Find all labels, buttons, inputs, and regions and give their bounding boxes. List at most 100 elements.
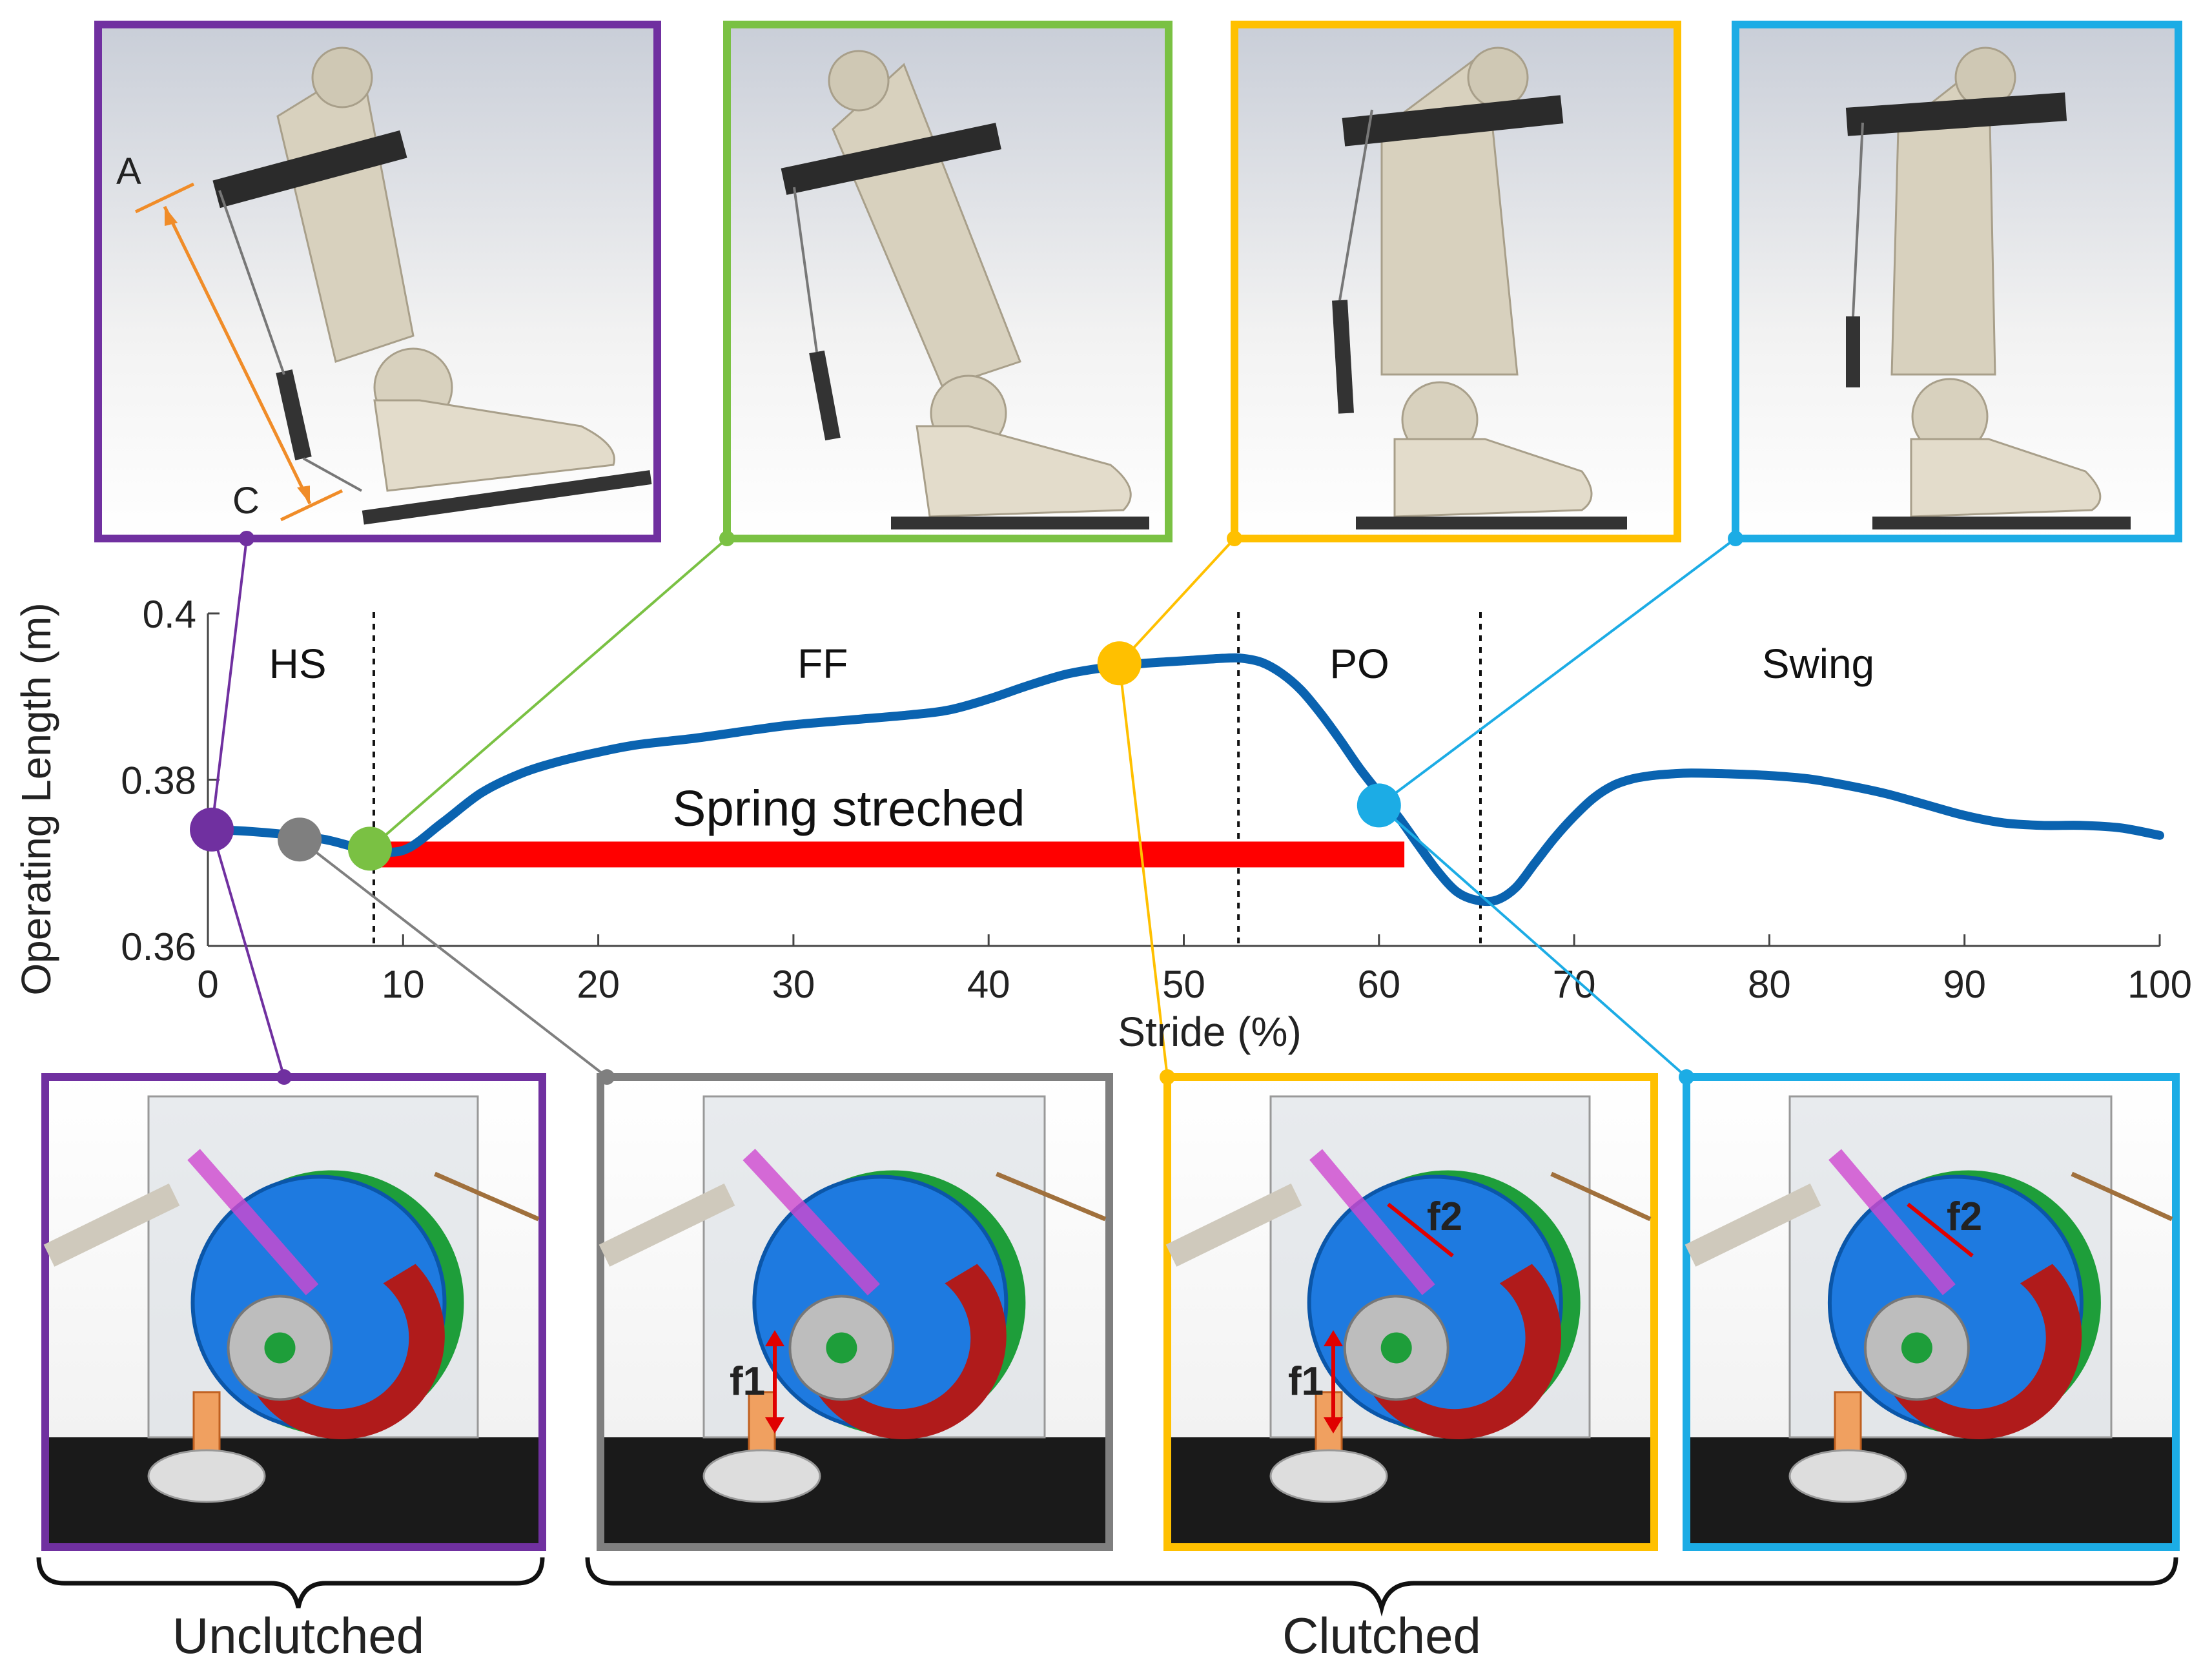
y-tick-label: 0.36: [121, 925, 196, 969]
spring-stretched-bar: [367, 841, 1405, 868]
magenta-rod: [1828, 1149, 1956, 1295]
top-panel-yellow: [1231, 21, 1681, 542]
leader-line-top: [369, 537, 728, 850]
phase-boundaries: [372, 612, 1482, 946]
leader-dot: [1160, 1069, 1175, 1085]
force-label: f2: [1427, 1195, 1462, 1239]
x-tick-label: 20: [577, 963, 620, 1006]
group-label-clutched: Clutched: [1282, 1607, 1481, 1664]
leader-line-bottom: [1378, 804, 1688, 1078]
x-tick-label: 30: [772, 963, 815, 1006]
top-panel-green: [723, 21, 1173, 542]
link-bar: [1165, 1183, 1302, 1267]
orthosis-illustration: [1332, 46, 1627, 529]
y-axis-label: Operating Length (m): [13, 602, 59, 995]
leader-lines: [210, 531, 1743, 1085]
phase-label: PO: [1329, 641, 1389, 687]
leader-dot: [239, 531, 254, 546]
cable: [996, 1171, 1107, 1222]
base-plate: [1690, 1437, 2172, 1543]
bottom-panel: [41, 1073, 546, 1551]
spring-base: [1269, 1449, 1388, 1503]
hub-center: [1380, 1332, 1412, 1364]
force-label: f1: [1288, 1359, 1324, 1404]
top-panel-blue: [1732, 21, 2182, 542]
base-plate: [604, 1437, 1105, 1543]
x-axis-label: Stride (%): [1118, 1009, 1302, 1055]
magenta-rod: [1309, 1149, 1435, 1295]
data-marker: [1097, 641, 1142, 686]
force-arrow: [1387, 1202, 1454, 1258]
spring-base: [147, 1449, 266, 1503]
brace-unclutched: Unclutched: [36, 1557, 545, 1664]
data-marker: [190, 807, 234, 852]
series-layer: [203, 653, 2164, 907]
bottom-panel: [597, 1073, 1113, 1551]
point-label-a: A: [116, 150, 141, 192]
x-tick-label: 90: [1943, 963, 1986, 1006]
orthosis-illustration: [1845, 46, 2131, 529]
hub-center: [1901, 1332, 1932, 1364]
x-tick-label: 80: [1748, 963, 1791, 1006]
phase-label: Swing: [1762, 641, 1874, 687]
cable: [1550, 1171, 1652, 1222]
leader-line-top: [210, 538, 248, 830]
force-label: f2: [1947, 1195, 1982, 1239]
group-label-unclutched: Unclutched: [172, 1607, 424, 1664]
leader-dot: [1227, 531, 1242, 546]
force-arrowhead: [1324, 1417, 1343, 1433]
leader-dot: [599, 1069, 615, 1085]
force-label: f1: [730, 1359, 765, 1404]
leader-line-bottom: [210, 829, 285, 1078]
leader-dot: [1728, 531, 1743, 546]
markers: [190, 641, 1401, 871]
data-marker: [278, 817, 322, 862]
series-line: [203, 653, 2164, 907]
force-arrowhead: [765, 1330, 784, 1346]
data-marker: [1357, 783, 1401, 828]
bottom-panel: [1683, 1073, 2180, 1551]
orthosis-illustration: [212, 46, 652, 525]
link-bar: [43, 1183, 180, 1267]
point-label-c: C: [232, 480, 260, 522]
base-plate: [49, 1437, 538, 1543]
data-marker: [347, 826, 392, 871]
link-bar: [599, 1183, 735, 1267]
phase-label: FF: [797, 641, 848, 687]
spring-base: [702, 1449, 821, 1503]
spring-bar-layer: Spring streched: [367, 779, 1405, 868]
x-tick-label: 100: [2127, 963, 2192, 1006]
hub-center: [826, 1332, 857, 1364]
bottom-panel: [1163, 1073, 1658, 1551]
leader-line-bottom: [298, 838, 608, 1078]
brace-clutched: Clutched: [585, 1557, 2178, 1664]
phase-labels: HS FF PO Swing: [269, 641, 1875, 687]
spring-bar-label: Spring streched: [672, 779, 1025, 836]
orthosis-illustration: [781, 50, 1149, 529]
length-annotation: A C: [116, 150, 343, 522]
bottom-panels: f1 f1 f2 f2: [41, 1073, 2180, 1551]
spring-base: [1788, 1449, 1907, 1503]
phase-label: HS: [269, 641, 327, 687]
magenta-rod: [742, 1149, 880, 1296]
x-tick-label: 70: [1553, 963, 1596, 1006]
force-arrowhead: [1324, 1330, 1343, 1346]
force-arrow: [1907, 1202, 1974, 1258]
base-plate: [1171, 1437, 1650, 1543]
top-panel-purple: A C: [94, 21, 661, 542]
leader-dot: [719, 531, 735, 546]
link-bar: [1685, 1183, 1821, 1267]
x-tick-label: 50: [1162, 963, 1205, 1006]
x-tick-label: 10: [382, 963, 425, 1006]
leader-line-bottom: [1118, 663, 1169, 1078]
cable: [2071, 1171, 2173, 1222]
x-tick-label: 0: [197, 963, 218, 1006]
magenta-rod: [187, 1149, 319, 1296]
y-tick-label: 0.4: [143, 593, 196, 636]
hub-center: [264, 1332, 296, 1364]
leader-dot: [1679, 1069, 1694, 1085]
x-tick-label: 40: [967, 963, 1010, 1006]
